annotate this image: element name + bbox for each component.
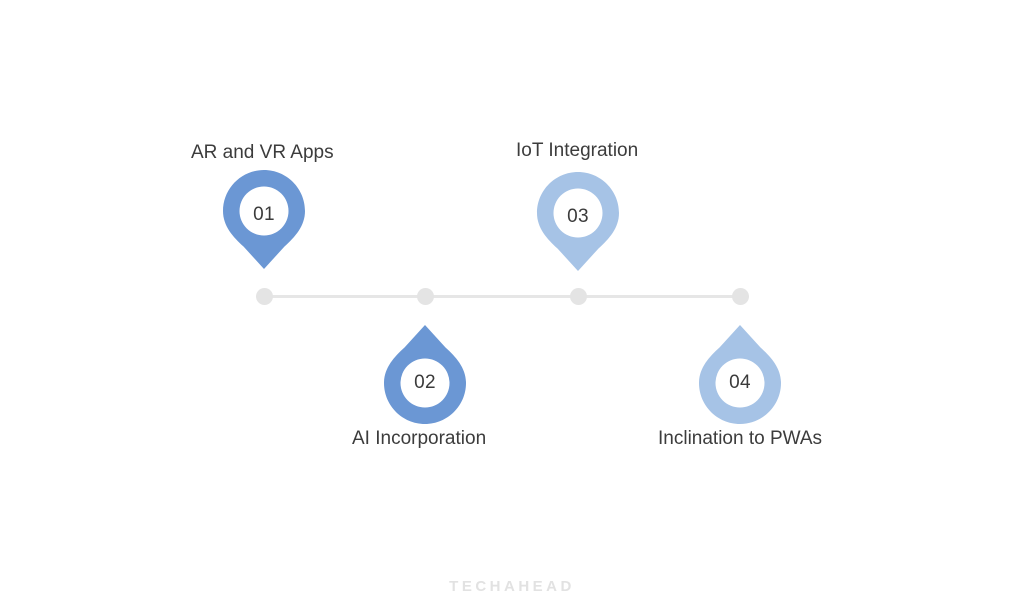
timeline-dot-2 — [416, 288, 434, 305]
marker-label-04: Inclination to PWAs — [658, 428, 823, 449]
timeline-dot-4 — [731, 288, 749, 305]
map-pin-icon — [223, 170, 305, 269]
marker-label-02: AI Incorporation — [352, 428, 487, 449]
timeline-axis-line — [264, 295, 740, 298]
map-pin-icon — [537, 172, 619, 271]
marker-pin-04[interactable]: 04 — [697, 322, 783, 426]
marker-number-01: 01 — [253, 204, 275, 225]
marker-pin-03[interactable]: 03 — [535, 170, 621, 274]
map-pin-icon — [699, 325, 781, 424]
marker-number-03: 03 — [567, 206, 589, 227]
marker-number-04: 04 — [729, 372, 751, 393]
marker-number-02: 02 — [414, 372, 436, 393]
timeline-dot-1 — [255, 288, 273, 305]
techahead-watermark: TECHAHEAD — [449, 578, 575, 595]
timeline-dot-3 — [569, 288, 587, 305]
marker-label-01: AR and VR Apps — [191, 142, 334, 163]
marker-label-03: IoT Integration — [516, 140, 639, 161]
marker-pin-01[interactable]: 01 — [221, 168, 307, 272]
map-pin-icon — [384, 325, 466, 424]
marker-pin-02[interactable]: 02 — [382, 322, 468, 426]
